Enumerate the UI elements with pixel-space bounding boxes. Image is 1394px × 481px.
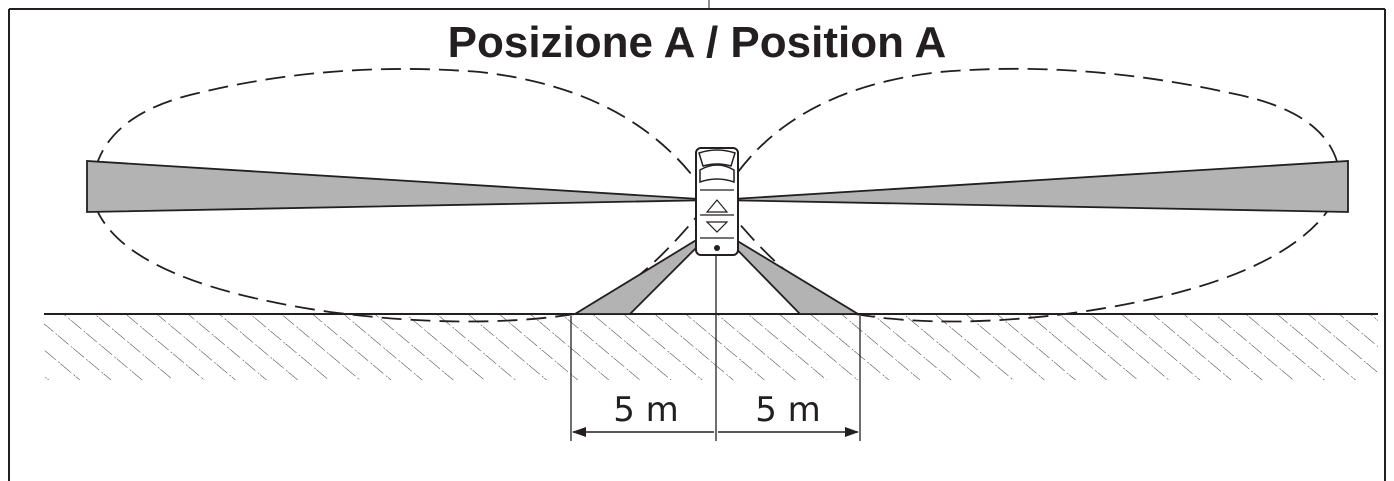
dimension-label-right: 5 m [755,390,821,430]
beam-right-horizontal [715,160,1349,213]
dimension-label-left: 5 m [613,390,679,430]
ground [44,313,1378,380]
diagram-title: Posizione A / Position A [448,18,947,67]
beam-right-down [715,227,862,315]
beam-left-down [571,227,717,315]
dimension-lines [570,255,861,441]
frame [8,0,1386,481]
sensor-icon [695,147,739,256]
beam-left-horizontal [86,160,717,213]
